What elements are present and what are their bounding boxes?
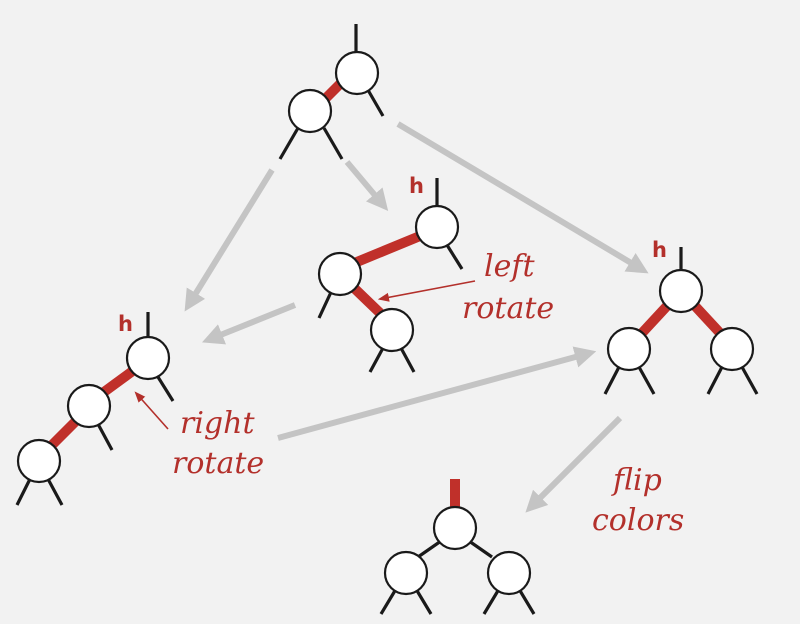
black-link	[368, 347, 385, 373]
red-link	[47, 417, 80, 450]
tree-top	[278, 24, 385, 160]
black-link	[445, 244, 464, 270]
tree-right-rotate: h	[15, 312, 175, 506]
tree-node	[606, 326, 652, 372]
red-link	[101, 365, 137, 397]
red-link	[349, 283, 384, 317]
black-link	[417, 539, 442, 559]
black-link	[740, 366, 759, 395]
black-link	[322, 127, 344, 160]
node-h-label: h	[652, 238, 667, 262]
black-link	[414, 588, 433, 615]
black-link	[379, 588, 398, 615]
arrow-right-rotate-to-balanced-tree	[277, 346, 597, 441]
black-link	[46, 478, 64, 506]
black-link	[399, 347, 416, 373]
arrow-top-to-left-rotate-tree	[344, 160, 389, 211]
right-rotate-pointer	[134, 391, 169, 430]
left-rotate-label-line2: rotate	[462, 291, 554, 326]
red-link	[350, 231, 422, 269]
black-link	[156, 376, 175, 402]
tree-node	[16, 438, 62, 484]
black-link	[366, 89, 385, 117]
node-h-label: h	[118, 312, 133, 336]
tree-node	[432, 505, 478, 551]
black-link	[706, 366, 724, 395]
arrow-top-to-right-rotate-tree	[184, 168, 275, 312]
tree-node	[709, 326, 755, 372]
tree-node	[486, 550, 532, 596]
black-link	[278, 127, 300, 160]
tree-node	[383, 550, 429, 596]
tree-node	[66, 383, 112, 429]
tree-node	[414, 204, 460, 250]
red-link	[691, 302, 724, 337]
tree-node	[287, 88, 333, 134]
black-link	[637, 366, 656, 395]
black-link	[317, 289, 334, 319]
tree-node	[317, 251, 363, 297]
black-link	[96, 423, 114, 451]
flow-arrows	[184, 121, 649, 513]
arrow-top-to-balanced-tree	[396, 121, 649, 274]
red-link	[638, 302, 671, 337]
tree-left-rotate: h	[317, 174, 464, 373]
tree-node	[658, 268, 704, 314]
tree-node	[125, 335, 171, 381]
right-rotate-label-line2: rotate	[172, 446, 264, 481]
black-link	[482, 588, 501, 615]
left-rotate-pointer	[377, 280, 476, 302]
tree-flip-colors	[379, 479, 536, 615]
node-h-label: h	[409, 174, 424, 198]
tree-balanced: h	[603, 238, 759, 395]
arrow-left-rotate-to-right-rotate-tree	[201, 302, 297, 345]
flip-colors-label-line2: colors	[592, 503, 684, 538]
black-link	[468, 539, 493, 559]
black-link	[603, 366, 621, 395]
arrow-balanced-to-flip-colors-tree	[525, 415, 623, 513]
black-link	[15, 478, 32, 506]
left-rotate-label-line1: left	[484, 249, 535, 284]
flip-colors-label-line1: flip	[611, 463, 662, 498]
black-link	[517, 588, 536, 615]
right-rotate-label-line1: right	[180, 406, 255, 441]
tree-node	[369, 307, 415, 353]
tree-node	[334, 50, 380, 96]
